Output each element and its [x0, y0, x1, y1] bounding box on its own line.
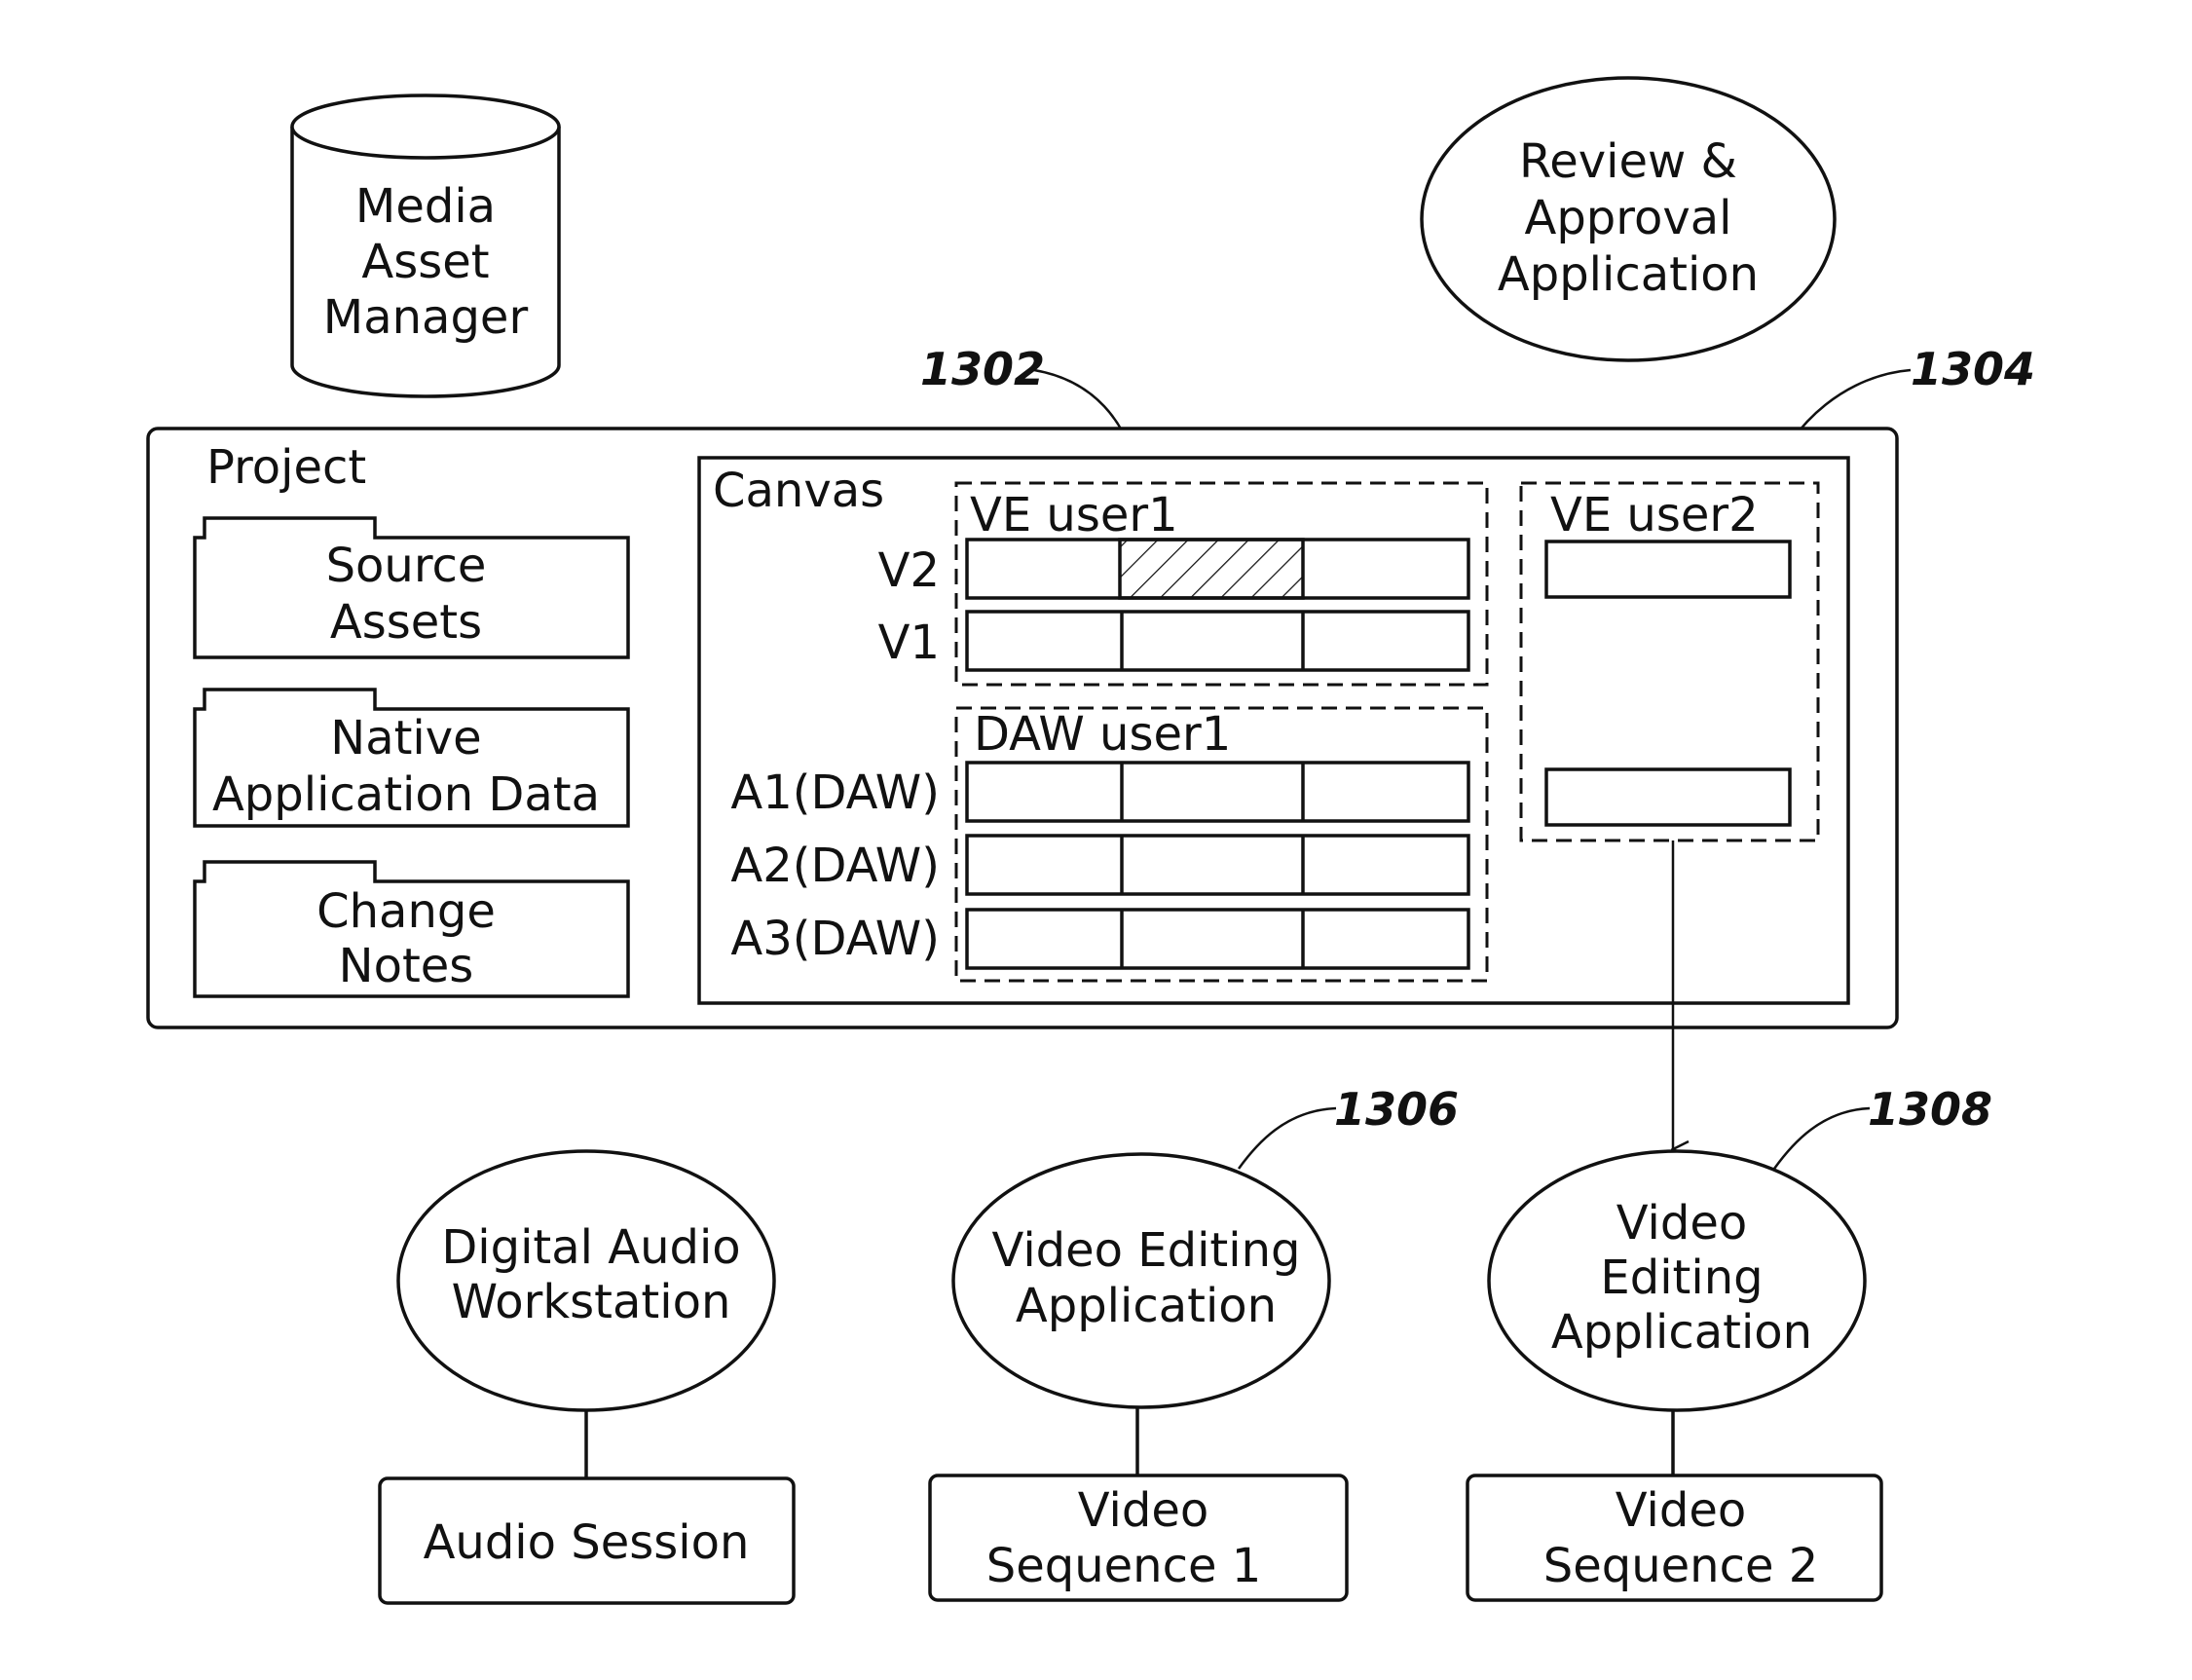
folder-native-line1: Native: [330, 711, 481, 765]
track-label-a3: A3(DAW): [730, 912, 940, 966]
ve-user2-label: VE user2: [1550, 488, 1759, 542]
seq1-line2: Sequence 1: [986, 1539, 1262, 1593]
folder-source-assets-line1: Source: [326, 539, 487, 593]
project-title: Project: [206, 440, 366, 495]
review-app-line3: Application: [1498, 247, 1759, 302]
video-sequence-2-box: Video Sequence 2: [1468, 1475, 1881, 1600]
leader-1306: [1239, 1108, 1336, 1169]
canvas-box: Canvas VE user1 V2 V1 DAW user1 A1(DAW) …: [699, 458, 1848, 1003]
track-a1: [967, 763, 1468, 821]
ref-1304: 1304: [1911, 343, 2035, 395]
review-app-line1: Review &: [1519, 134, 1737, 189]
video-editing-application-1308: Video Editing Application: [1489, 1151, 1865, 1410]
track-v2-hatched-clip: [1120, 540, 1303, 598]
track-a3: [967, 910, 1468, 968]
video-editing-application-1306: Video Editing Application: [953, 1154, 1329, 1407]
seq2-line1: Video: [1616, 1483, 1746, 1538]
digital-audio-workstation: Digital Audio Workstation: [398, 1151, 774, 1410]
media-asset-manager-line2: Asset: [361, 235, 489, 289]
folder-native-application-data: Native Application Data: [195, 690, 628, 826]
track-a2: [967, 836, 1468, 894]
ve-user2-track-top: [1546, 541, 1790, 597]
track-label-a1: A1(DAW): [730, 765, 940, 820]
audio-session-label: Audio Session: [424, 1515, 750, 1570]
daw-app-line1: Digital Audio: [441, 1220, 740, 1275]
vea2-line3: Application: [1551, 1305, 1812, 1360]
vea2-line2: Editing: [1600, 1251, 1763, 1305]
ref-1306: 1306: [1334, 1083, 1459, 1136]
media-asset-manager: Media Asset Manager: [292, 95, 559, 396]
vea2-line1: Video: [1616, 1196, 1747, 1251]
vea1-line1: Video Editing: [992, 1223, 1301, 1278]
ref-1308: 1308: [1868, 1083, 1992, 1136]
ve-user1-label: VE user1: [970, 488, 1178, 542]
ref-1302: 1302: [920, 343, 1045, 395]
audio-session-box: Audio Session: [380, 1478, 794, 1603]
vea1-line2: Application: [1016, 1279, 1277, 1333]
folder-source-assets-line2: Assets: [330, 595, 482, 650]
folder-change-notes-line1: Change: [316, 884, 496, 939]
track-label-a2: A2(DAW): [730, 839, 940, 893]
canvas-title: Canvas: [713, 464, 884, 518]
folder-change-notes-line2: Notes: [339, 939, 474, 993]
video-sequence-1-box: Video Sequence 1: [930, 1475, 1347, 1600]
project-box: Project Source Assets Native Application…: [148, 429, 1897, 1027]
ve-user2-track-bottom: [1546, 769, 1790, 825]
review-app-line2: Approval: [1525, 191, 1732, 245]
daw-app-line2: Workstation: [452, 1275, 731, 1329]
track-label-v2: V2: [878, 543, 940, 598]
folder-native-line2: Application Data: [212, 767, 600, 822]
track-label-v1: V1: [878, 616, 940, 670]
folder-source-assets: Source Assets: [195, 518, 628, 657]
media-asset-manager-line3: Manager: [323, 290, 529, 345]
seq2-line2: Sequence 2: [1543, 1539, 1819, 1593]
leader-1308: [1774, 1108, 1870, 1169]
daw-user1-label: DAW user1: [974, 707, 1231, 762]
review-approval-application: Review & Approval Application: [1422, 78, 1835, 360]
folder-change-notes: Change Notes: [195, 862, 628, 996]
seq1-line1: Video: [1078, 1483, 1208, 1538]
media-asset-manager-line1: Media: [355, 179, 496, 234]
track-v1: [967, 612, 1468, 670]
